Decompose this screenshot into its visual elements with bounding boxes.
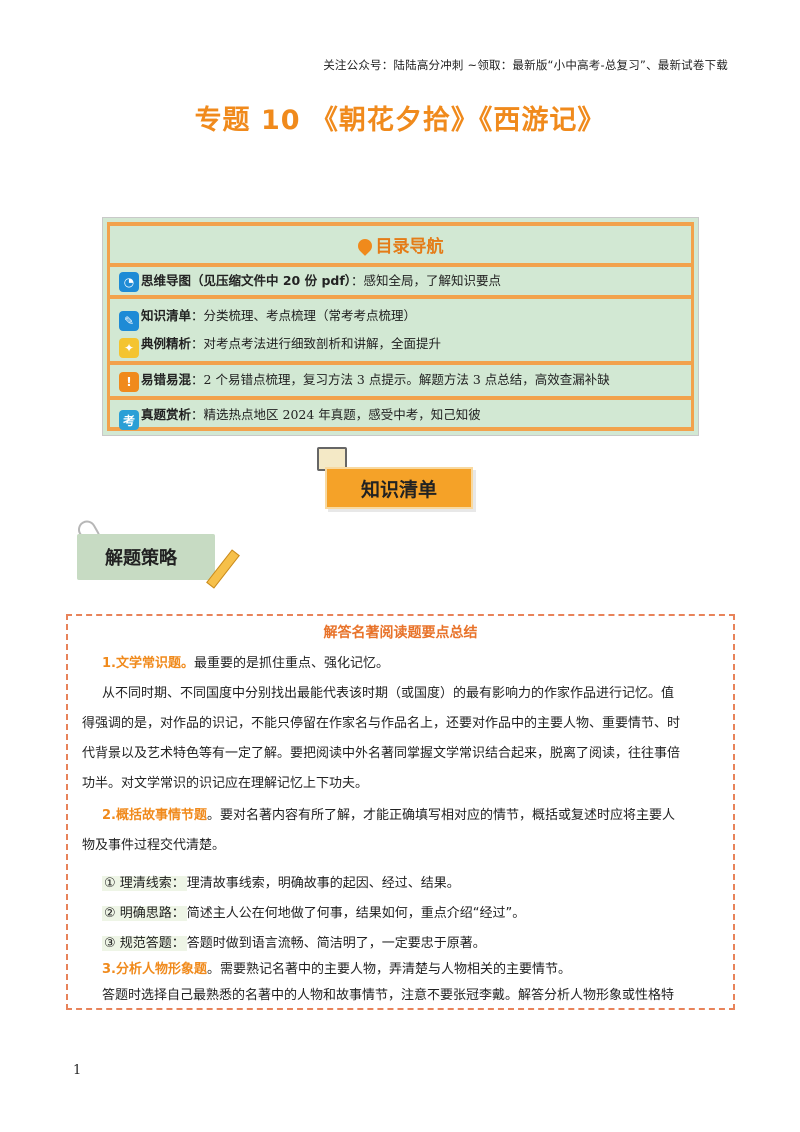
summary-box: 解答名著阅读题要点总结 1.文学常识题。最重要的是抓住重点、强化记忆。 从不同时… [66, 614, 735, 1010]
section-2-line-2: 物及事件过程交代清楚。 [82, 838, 226, 853]
pencil-note-icon: ✎ [119, 311, 139, 331]
section-3-line-2: 答题时选择自己最熟悉的名著中的人物和故事情节，注意不要张冠李戴。解答分析人物形象… [102, 988, 675, 1003]
section-2-heading: 2.概括故事情节题。要对名著内容有所了解，才能正确填写相对应的情节，概括或复述时… [102, 808, 675, 823]
toc-row-exams[interactable]: 真题赏析：精选热点地区 2024 年真题，感受中考，知己知彼 [141, 407, 481, 422]
knowledge-banner: 知识清单 [313, 447, 493, 517]
section-3-heading: 3.分析人物形象题。需要熟记名著中的主要人物，弄清楚与人物相关的主要情节。 [102, 962, 571, 977]
section-1-line-2: 得强调的是，对作品的识记，不能只停留在作家名与作品名上，还要对作品中的主要人物、… [82, 716, 681, 731]
section-1-heading: 1.文学常识题。最重要的是抓住重点、强化记忆。 [102, 656, 389, 671]
strategy-tag: 解题策略 [77, 534, 215, 580]
toc-row-examples[interactable]: 典例精析：对考点考法进行细致剖析和讲解，全面提升 [141, 336, 442, 351]
warning-icon: ! [119, 372, 139, 392]
toc-row-mistakes[interactable]: 易错易混：2 个易错点梳理，复习方法 3 点提示。解题方法 3 点总结，高效查漏… [141, 372, 610, 387]
lightbulb-icon: ✦ [119, 338, 139, 358]
knowledge-banner-label: 知识清单 [325, 467, 473, 509]
toc-row-knowledge[interactable]: 知识清单：分类梳理、考点梳理（常考考点梳理） [141, 308, 417, 323]
page-number: 1 [73, 1063, 82, 1078]
list-item: ③ 规范答题：答题时做到语言流畅、简洁明了，一定要忠于原著。 [102, 936, 486, 951]
toc-title: 目录导航 [103, 232, 698, 257]
list-item: ① 理清线索：理清故事线索，明确故事的起因、经过、结果。 [102, 876, 460, 891]
toc-row-mindmap[interactable]: 思维导图（见压缩文件中 20 份 pdf）：感知全局，了解知识要点 [141, 273, 502, 288]
header-note: 关注公众号：陆陆高分冲刺 ~领取：最新版“小中高考-总复习”、最新试卷下载 [323, 58, 728, 72]
location-pin-icon [354, 236, 375, 256]
exam-icon: 考 [119, 410, 139, 430]
toc-box: 目录导航 ◔ 思维导图（见压缩文件中 20 份 pdf）：感知全局，了解知识要点… [102, 217, 699, 436]
brain-icon: ◔ [119, 272, 139, 292]
summary-title: 解答名著阅读题要点总结 [323, 625, 478, 641]
section-1-line-4: 功半。对文学常识的识记应在理解记忆上下功夫。 [82, 776, 369, 791]
list-item: ② 明确思路：简述主人公在何地做了何事，结果如何，重点介绍“经过”。 [102, 906, 526, 921]
page-title: 专题 10 《朝花夕拾》《西游记》 [194, 105, 606, 136]
section-1-line-1: 从不同时期、不同国度中分别找出最能代表该时期（或国度）的最有影响力的作家作品进行… [102, 686, 675, 701]
section-1-line-3: 代背景以及艺术特色等有一定了解。要把阅读中外名著同掌握文学常识结合起来，脱离了阅… [82, 746, 681, 761]
